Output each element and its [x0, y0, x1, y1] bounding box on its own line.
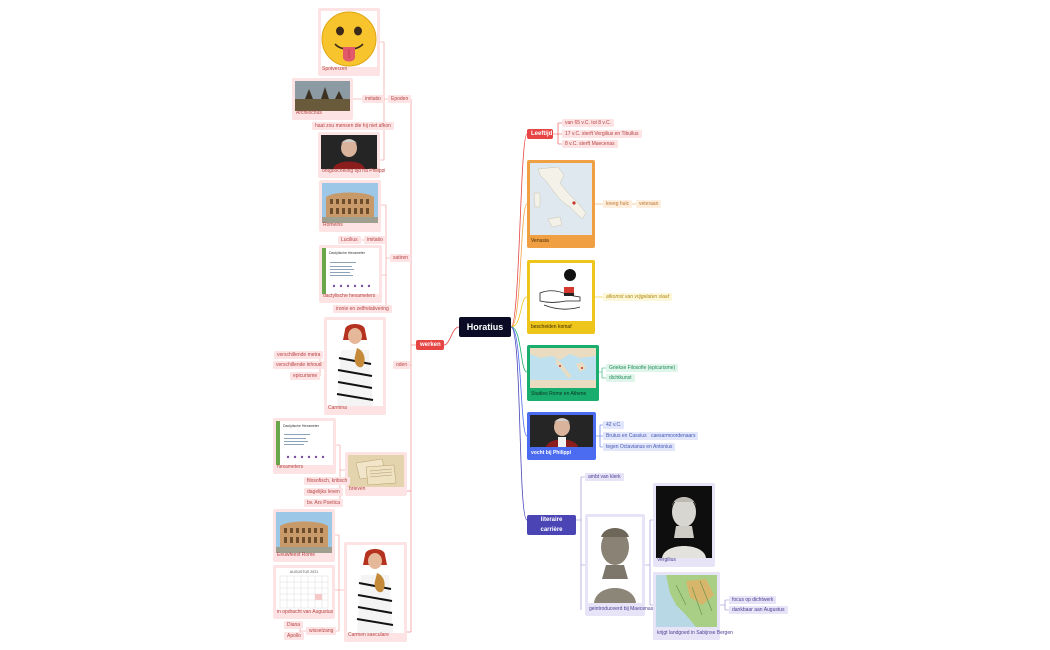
- werken-node[interactable]: werken: [416, 340, 444, 350]
- philippi-item[interactable]: tegen Octavianus en Antonius: [603, 443, 676, 451]
- philippi-card[interactable]: vocht bij Philippi: [527, 412, 596, 460]
- soldier-portrait-image: [530, 415, 593, 447]
- romeins-card[interactable]: Romeins: [319, 180, 381, 232]
- slide-title: Dactylische Hexameter: [329, 251, 365, 255]
- landgoed-item[interactable]: focus op dichtwerk: [729, 596, 777, 604]
- brieven-item[interactable]: dagelijks leven: [304, 488, 343, 496]
- vergilius-bust-image: [656, 486, 712, 558]
- opdracht-card[interactable]: AUGUSTUS 2021 in opdracht van Augustus: [273, 565, 335, 619]
- carmen-caption: Carmen saeculare: [348, 632, 389, 638]
- spotverzen-caption: Spotverzen: [322, 66, 348, 72]
- carriere-ambt[interactable]: ambt van klerk: [585, 473, 624, 481]
- satiren-lucilius[interactable]: Lucilius: [338, 236, 361, 244]
- dactylische-caption: dactylische hexameters: [323, 293, 376, 299]
- carmina-card[interactable]: Carmina: [324, 317, 386, 415]
- landgoed-item[interactable]: dankbaar aan Augustus: [729, 606, 788, 614]
- carmen-wisselzang[interactable]: wisselzang: [306, 627, 337, 635]
- carmen-card[interactable]: Carmen saeculare: [344, 542, 407, 642]
- carmen-apollo[interactable]: Apollo: [284, 632, 304, 640]
- calendar-image: AUGUSTUS 2021: [276, 568, 332, 610]
- epoden-imitatio[interactable]: imitatio: [362, 95, 384, 103]
- carriere-node[interactable]: literaire carrière: [527, 515, 576, 535]
- carmina-figure-image: [327, 320, 383, 406]
- komaf-caption: bescheiden komaf: [531, 324, 572, 330]
- landgoed-card[interactable]: krijgt landgoed in Sabijnse Bergen: [653, 572, 733, 640]
- italy-map-image: [530, 163, 592, 235]
- eeuwfeest-caption: Eeuwfeest Rome: [277, 552, 316, 558]
- philippi-item[interactable]: 42 v.C.: [603, 421, 625, 429]
- carmen-diana[interactable]: Diana: [284, 621, 304, 629]
- studies-item[interactable]: dichtkunst: [606, 374, 635, 382]
- archilochus-card[interactable]: Archilochus: [292, 78, 353, 120]
- philippi-caption: vocht bij Philippi: [531, 450, 571, 456]
- spotverzen-card[interactable]: Spotverzen: [318, 8, 380, 76]
- leeftijd-item[interactable]: 8 v.C. sterft Maecenas: [562, 140, 618, 148]
- letters-image: [348, 455, 404, 487]
- studies-caption: Studies Rome en Athene: [531, 391, 587, 397]
- satiren-imitatio[interactable]: imitatio: [364, 236, 386, 244]
- ontgoocheling-portrait-image: [321, 135, 377, 169]
- venusia-card[interactable]: Venusia: [527, 160, 595, 248]
- oden-item[interactable]: verschillende inhoud: [273, 361, 325, 369]
- calendar-title: AUGUSTUS 2021: [289, 570, 319, 574]
- landgoed-caption: krijgt landgoed in Sabijnse Bergen: [657, 630, 733, 636]
- opdracht-caption: in opdracht van Augustus: [277, 609, 334, 615]
- brieven-card[interactable]: brieven: [345, 452, 407, 496]
- carmina-caption: Carmina: [328, 405, 347, 411]
- komaf-item[interactable]: afkomst van vrijgelaten slaaf: [603, 293, 673, 301]
- mediterranean-map-image: [530, 348, 596, 388]
- colosseum-image-2: [276, 512, 332, 553]
- slide-title: Dactylische Hexameter: [283, 424, 319, 428]
- vergilius-caption: Vergilius: [657, 557, 676, 563]
- maecenas-card[interactable]: geintroduceerd bij Maecenas: [585, 514, 653, 616]
- oden-item[interactable]: epicurisme: [290, 372, 321, 380]
- carmen-figure-image: [347, 545, 404, 633]
- hands-illustration: [530, 263, 592, 321]
- brieven-item[interactable]: filosofisch, kritisch: [304, 477, 351, 485]
- ontgoocheling-caption: ontgoocheling tijd na Philippi: [322, 168, 386, 174]
- studies-card[interactable]: Studies Rome en Athene: [527, 345, 599, 401]
- vergilius-card[interactable]: Vergilius: [653, 483, 715, 567]
- sabine-hills-map-image: [656, 575, 717, 627]
- tongue-emoji-image: [321, 11, 377, 67]
- leeftijd-node[interactable]: Leeftijd: [527, 129, 553, 139]
- leeftijd-item[interactable]: 17 v.C. sterft Vergilius en Tibullus: [562, 130, 642, 138]
- colosseum-image: [322, 183, 378, 223]
- brieven-caption: brieven: [349, 486, 366, 492]
- archilochus-painting-image: [295, 81, 350, 111]
- oden-node[interactable]: oden: [393, 361, 411, 369]
- root-node[interactable]: Horatius: [459, 317, 511, 337]
- venusia-caption: Venusia: [531, 238, 549, 244]
- epoden-haat[interactable]: haat zou mensen die hij niet afkon: [312, 122, 394, 130]
- romeins-caption: Romeins: [323, 222, 343, 228]
- bust-image: [588, 517, 642, 603]
- philippi-item[interactable]: Brutus en Cassius: [603, 432, 650, 440]
- venusia-item[interactable]: kreeg hulc: [603, 200, 633, 208]
- hexameters-caption: hexameters: [277, 464, 304, 470]
- hexameters-card[interactable]: Dactylische Hexameter hexameters: [273, 418, 336, 474]
- archilochus-caption: Archilochus: [296, 110, 322, 116]
- venusia-subitem[interactable]: veteraan: [636, 200, 662, 208]
- hexameter-slide-image-2: Dactylische Hexameter: [276, 421, 333, 465]
- philippi-subitem[interactable]: caesarmoordenaars: [648, 432, 699, 440]
- epoden-node[interactable]: Epoden: [388, 95, 412, 103]
- studies-item[interactable]: Griekse Filosofie (epicurisme): [606, 364, 679, 372]
- oden-item[interactable]: verschillende metra: [274, 351, 324, 359]
- maecenas-caption: geintroduceerd bij Maecenas: [589, 606, 654, 612]
- hexameter-slide-image: Dactylische Hexameter: [322, 248, 379, 294]
- satiren-node[interactable]: satiren: [390, 254, 412, 262]
- leeftijd-item[interactable]: van 65 v.C. tot 8 v.C.: [562, 119, 614, 127]
- komaf-card[interactable]: bescheiden komaf: [527, 260, 595, 334]
- ontgoocheling-card[interactable]: ontgoocheling tijd na Philippi: [318, 132, 385, 178]
- satiren-ironie[interactable]: ironie en zelfrelativering: [333, 305, 392, 313]
- eeuwfeest-card[interactable]: Eeuwfeest Rome: [273, 509, 335, 562]
- dactylische-card[interactable]: Dactylische Hexameter dactylische hexame…: [319, 245, 382, 303]
- brieven-item[interactable]: bv. Ars Poetica: [304, 499, 343, 507]
